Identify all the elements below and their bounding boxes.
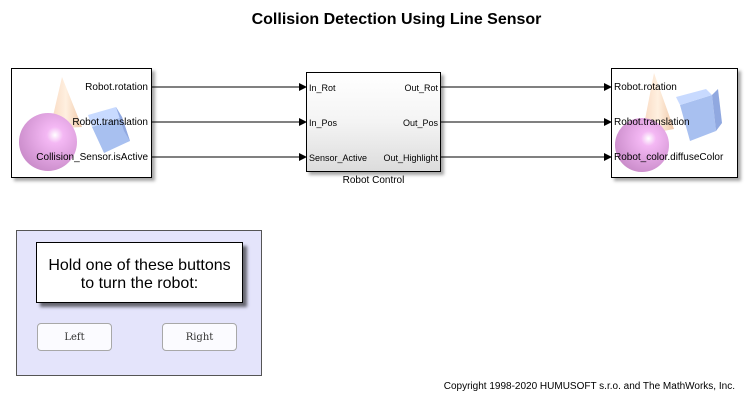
vr-scene-icon	[615, 73, 722, 172]
instruction-line-2: to turn the robot:	[80, 275, 199, 292]
input-port-label: Robot.translation	[614, 117, 690, 128]
output-port-label: Robot.translation	[72, 117, 148, 128]
vr-source-block[interactable]: Robot.rotation Robot.translation Collisi…	[11, 68, 152, 178]
diagram-title: Collision Detection Using Line Sensor	[251, 11, 542, 28]
copyright-notice: Copyright 1998-2020 HUMUSOFT s.r.o. and …	[443, 381, 735, 392]
input-port-label: In_Rot	[309, 83, 336, 93]
left-button[interactable]: Left	[37, 323, 112, 351]
instruction-line-1: Hold one of these buttons	[48, 257, 231, 274]
input-port-label: Robot.rotation	[614, 82, 677, 93]
output-port-label: Robot.rotation	[85, 82, 148, 93]
vr-sink-block[interactable]: Robot.rotation Robot.translation Robot_c…	[611, 68, 738, 178]
output-port-label: Collision_Sensor.isActive	[36, 152, 148, 163]
robot-control-block[interactable]: In_Rot In_Pos Sensor_Active Out_Rot Out_…	[306, 72, 441, 172]
control-panel: Hold one of these buttons to turn the ro…	[16, 230, 262, 376]
right-button[interactable]: Right	[162, 323, 237, 351]
input-port-label: Sensor_Active	[309, 153, 368, 163]
output-port-label: Out_Highlight	[383, 153, 438, 163]
output-port-label: Out_Rot	[404, 83, 438, 93]
robot-control-caption: Robot Control	[342, 175, 405, 186]
vr-scene-icon	[19, 77, 130, 171]
input-port-label: Robot_color.diffuseColor	[614, 152, 724, 163]
input-port-label: In_Pos	[309, 118, 338, 128]
output-port-label: Out_Pos	[402, 118, 438, 128]
instruction-box: Hold one of these buttons to turn the ro…	[36, 242, 243, 303]
